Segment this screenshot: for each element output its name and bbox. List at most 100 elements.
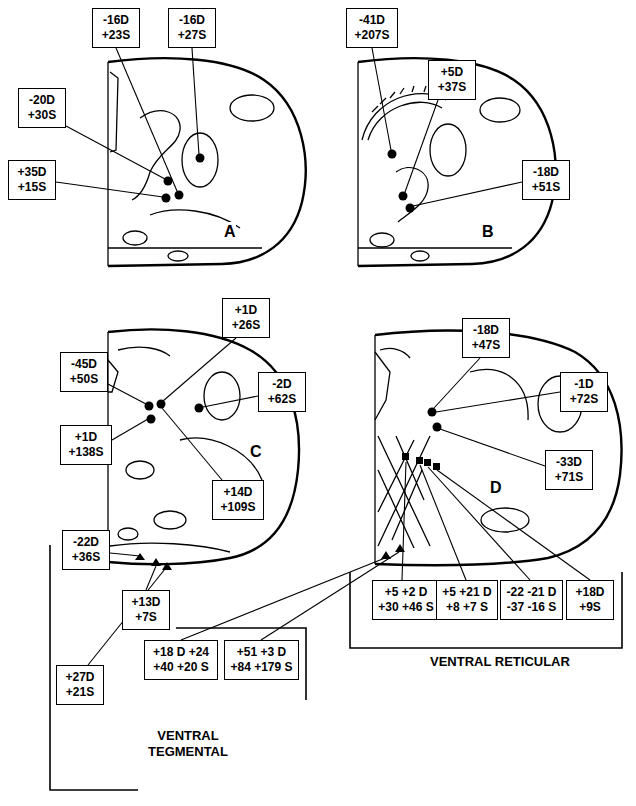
panel-letter: B (482, 222, 494, 241)
midline (107, 62, 108, 266)
leader-line (405, 100, 438, 192)
response-value: +40 +20 S (153, 660, 208, 675)
response-value: -2D (272, 377, 291, 392)
response-value: +62S (268, 392, 296, 407)
leader-line (192, 48, 199, 155)
site-square (424, 459, 431, 466)
site-triangle (381, 551, 391, 559)
response-value: -20D (29, 93, 55, 108)
site-dot (196, 154, 205, 163)
group-label: VENTRAL RETICULAR (430, 654, 570, 670)
tract (108, 247, 262, 248)
response-value: +51S (532, 180, 560, 195)
leader-line (162, 408, 222, 480)
recording-box: -41D+207S (346, 8, 398, 48)
response-value: -33D (556, 455, 582, 470)
section-outline (108, 58, 306, 266)
leader-line (110, 553, 140, 556)
commissure (380, 348, 410, 358)
recording-box: +13D+7S (122, 590, 170, 630)
tegmental-bracket (50, 545, 138, 790)
response-value: +9S (579, 600, 601, 615)
response-value: -22 -21 D (506, 585, 556, 600)
recording-box: -33D+71S (545, 450, 593, 490)
response-value: -37 -16 S (507, 600, 556, 615)
site-dot (195, 404, 204, 413)
recording-box: -45D+50S (60, 352, 108, 392)
response-value: -16D (103, 13, 129, 28)
response-value: +1D (75, 430, 97, 445)
capsule (132, 111, 180, 200)
nucleus (370, 233, 394, 247)
leader-line (372, 48, 391, 150)
recording-box: -2D+62S (258, 372, 306, 412)
leader-line (116, 48, 177, 191)
recording-box: -16D+23S (92, 8, 140, 48)
response-value: +13D (131, 595, 160, 610)
site-dot (147, 415, 156, 424)
leader-line (66, 126, 165, 179)
tract (110, 543, 230, 552)
site-triangle (151, 558, 161, 566)
recording-box: +1D+138S (60, 425, 112, 465)
site-square (433, 463, 440, 470)
nucleus (480, 98, 520, 122)
site-dot (145, 402, 154, 411)
leader-line (56, 182, 163, 197)
site-dot (175, 191, 184, 200)
nucleus (126, 461, 154, 479)
response-value: +138S (68, 445, 103, 460)
tract (470, 369, 528, 420)
response-value: +50S (70, 372, 98, 387)
group-brackets (50, 545, 622, 790)
site-dot (164, 177, 173, 186)
response-value: +7S (135, 610, 157, 625)
response-value: -16D (179, 13, 205, 28)
recording-box: +5 +21 D+8 +7 S (436, 580, 498, 620)
leader-line (428, 467, 530, 580)
section-outline (108, 329, 299, 564)
section-outlines (108, 58, 622, 565)
response-value: +5 +21 D (442, 585, 491, 600)
response-value: +207S (354, 28, 389, 43)
recording-box: +5D+37S (428, 60, 476, 100)
response-value: +30 +46 S (378, 600, 433, 615)
recording-box: -18D+47S (462, 318, 510, 358)
response-value: -18D (533, 165, 559, 180)
nucleus (230, 95, 274, 121)
site-triangle (135, 553, 145, 560)
nucleus (182, 133, 218, 187)
leader-line (163, 338, 236, 401)
nucleus (154, 511, 186, 529)
commissure (118, 347, 170, 356)
recording-sites (135, 150, 442, 571)
nucleus (411, 251, 429, 261)
response-value: +27S (178, 28, 206, 43)
leader-line (203, 396, 258, 407)
nucleus (430, 124, 466, 176)
response-value: +47S (472, 338, 500, 353)
response-value: +37S (438, 80, 466, 95)
response-value: -1D (574, 377, 593, 392)
nucleus (204, 372, 240, 420)
response-value: +8 +7 S (446, 600, 488, 615)
response-value: -41D (359, 13, 385, 28)
nucleus (168, 251, 188, 261)
recording-box: -1D+72S (560, 372, 608, 412)
response-value: -45D (71, 357, 97, 372)
site-dot (428, 408, 437, 417)
site-dot (406, 204, 415, 213)
leader-line (436, 392, 560, 412)
response-value: +35D (17, 165, 46, 180)
recording-box: +27D+21S (56, 665, 104, 705)
midline (374, 335, 375, 564)
capsule (396, 168, 428, 222)
section-outline (375, 331, 622, 566)
panel-letter: D (490, 478, 502, 497)
site-dot (388, 150, 397, 159)
leader-line (413, 182, 522, 206)
leader-lines (56, 48, 590, 665)
recording-box: +18D+9S (566, 580, 614, 620)
response-value: -18D (473, 323, 499, 338)
recording-box: -22 -21 D-37 -16 S (500, 580, 563, 620)
